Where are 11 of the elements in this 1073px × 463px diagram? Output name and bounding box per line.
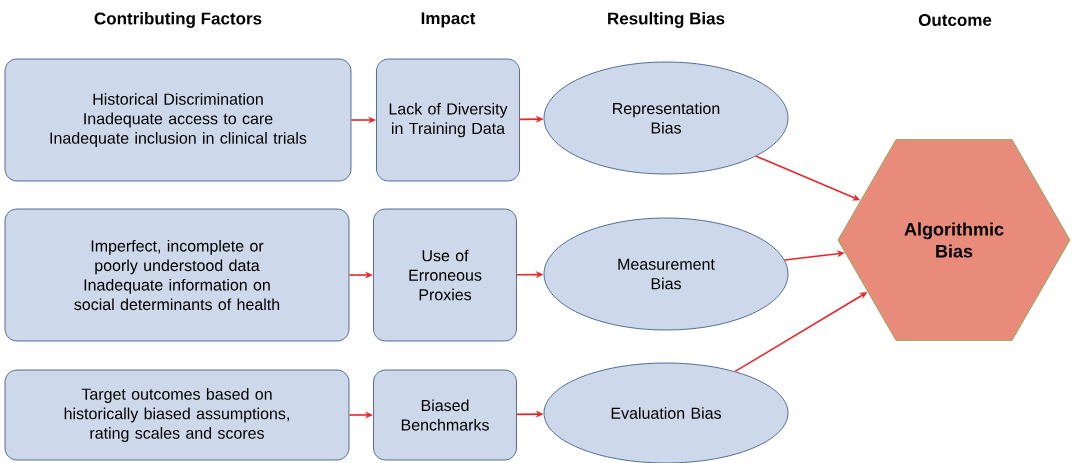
process-box: Historical Discrimination Inadequate access to care Inadequate inclusion in clinical trials [4,58,352,182]
process-box: Lack of Diversity in Training Data [376,58,520,182]
column-heading: Impact [421,12,476,28]
column-heading: Resulting Bias [608,12,725,28]
process-box: Imperfect, incomplete or poorly understood data Inadequate information on social determinants of health [4,208,350,342]
process-box: Target outcomes based on historically biased assumptions, rating scales and scores [4,369,350,461]
process-box: Use of Erroneous Proxies [373,208,517,342]
column-heading: Outcome [918,14,992,27]
outcome-hexagon: Algorithmic Bias [837,139,1071,341]
process-box: Biased Benchmarks [373,369,517,461]
column-heading: Contributing Factors [94,12,262,28]
